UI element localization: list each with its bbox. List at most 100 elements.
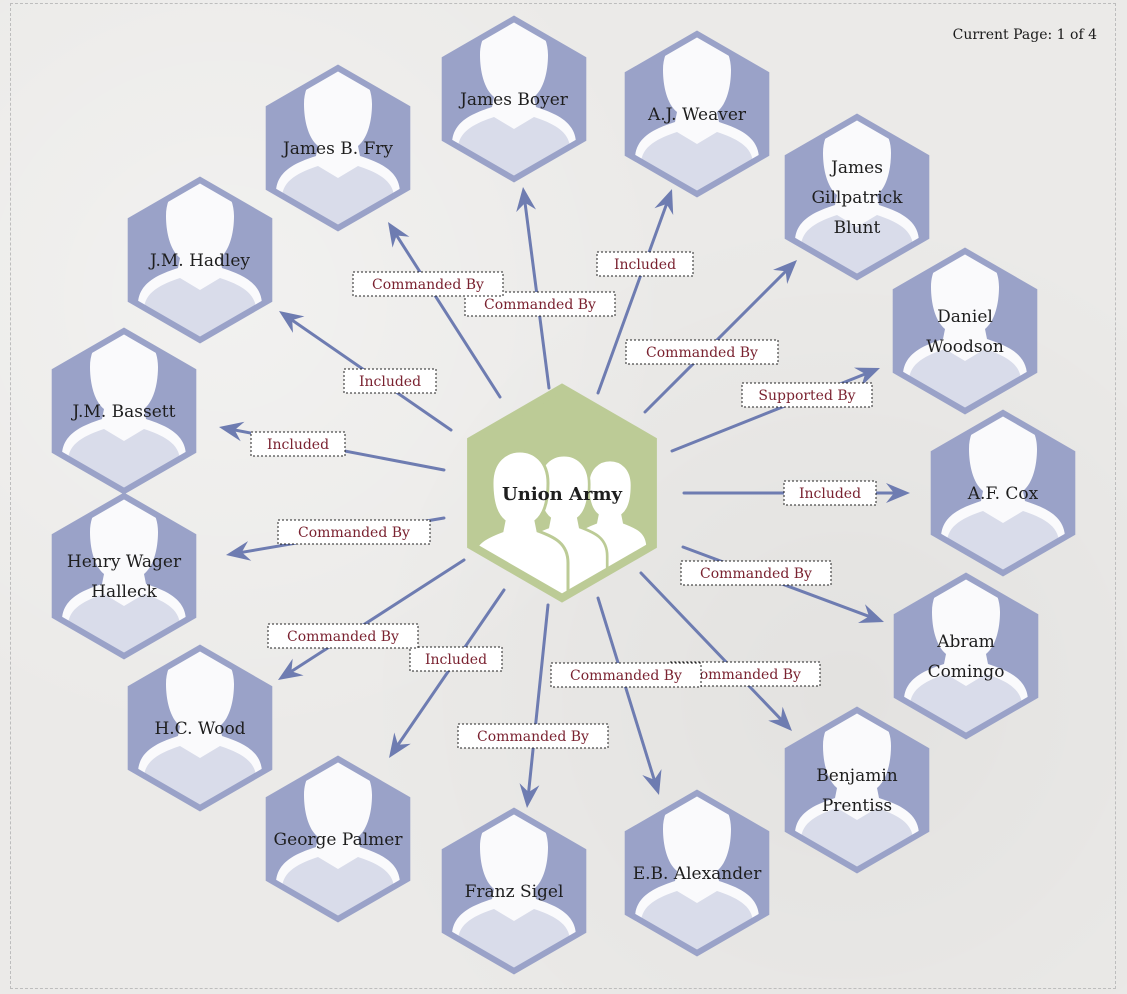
person-node-franz-sigel[interactable]: Franz Sigel	[441, 807, 587, 975]
edge-james-gillpatrick-blunt	[643, 260, 797, 414]
edge-label-box	[741, 382, 873, 408]
hexagon-border	[892, 247, 1038, 415]
arrowhead-icon	[226, 541, 252, 561]
node-label: Prentiss	[822, 796, 892, 816]
edge-label: Included	[250, 431, 346, 457]
hexagon-border	[784, 706, 930, 874]
edge-label-box	[352, 271, 504, 297]
person-node-af-cox[interactable]: A.F. Cox	[930, 409, 1076, 577]
edge-label: Included	[409, 646, 503, 672]
hexagon-border	[127, 176, 273, 344]
hexagon-border	[51, 492, 197, 660]
hexagon-border	[624, 789, 770, 957]
edge-label-box	[267, 623, 419, 649]
edge-label: Commanded By	[464, 291, 616, 317]
node-label: James Boyer	[458, 90, 569, 110]
edge-label-text: Commanded By	[700, 566, 812, 582]
arrowhead-icon	[279, 311, 305, 333]
hexagon-border	[930, 409, 1076, 577]
arrowhead-icon	[278, 658, 304, 680]
arrowhead-icon	[388, 222, 410, 248]
edge-james-boyer	[516, 187, 551, 390]
node-label: Daniel	[937, 307, 993, 327]
edge-label: Included	[783, 480, 877, 506]
edge-hc-wood	[278, 558, 466, 680]
edge-james-b-fry	[388, 222, 502, 399]
edge-label-text: Included	[425, 652, 487, 668]
center-node-union-army[interactable]: Union Army	[467, 383, 657, 603]
arrowhead-icon	[516, 187, 536, 213]
edge-label-box	[625, 339, 779, 365]
edge-label: Commanded By	[625, 339, 779, 365]
hexagon-border	[441, 807, 587, 975]
edge-aj-weaver	[596, 189, 674, 395]
hexagon-border	[893, 572, 1039, 740]
edge-line	[643, 264, 793, 414]
edge-label-text: Commanded By	[484, 297, 596, 313]
edge-label-text: Supported By	[758, 388, 855, 404]
edge-label-box	[250, 431, 346, 457]
node-label: Gillpatrick	[811, 188, 903, 208]
center-hexagon-border	[467, 383, 657, 603]
node-label: Henry Wager	[67, 552, 182, 572]
person-node-eb-alexander[interactable]: E.B. Alexander	[624, 789, 770, 957]
node-label: Franz Sigel	[465, 882, 564, 902]
edge-label-text: Included	[614, 257, 676, 273]
node-label: Abram	[936, 632, 995, 652]
hexagon-border	[784, 113, 930, 281]
person-node-jm-hadley[interactable]: J.M. Hadley	[127, 176, 273, 344]
edge-label-text: Included	[359, 374, 421, 390]
arrowhead-icon	[642, 769, 662, 795]
person-node-george-palmer[interactable]: George Palmer	[265, 755, 411, 923]
node-label: James B. Fry	[281, 139, 393, 159]
edge-label-box	[457, 723, 609, 749]
edge-label-text: Commanded By	[298, 525, 410, 541]
edge-label-box	[680, 560, 832, 586]
node-label: A.J. Weaver	[647, 105, 747, 125]
page-indicator: Current Page: 1 of 4	[952, 27, 1097, 43]
node-label: E.B. Alexander	[633, 864, 763, 884]
edge-label-box	[343, 368, 437, 394]
edge-label: Supported By	[741, 382, 873, 408]
person-node-aj-weaver[interactable]: A.J. Weaver	[624, 30, 770, 198]
edge-line	[526, 603, 550, 802]
edge-label: Commanded By	[352, 271, 504, 297]
hexagon-border	[127, 644, 273, 812]
node-label: A.F. Cox	[967, 484, 1039, 504]
node-label: J.M. Bassett	[71, 402, 176, 422]
arrowhead-icon	[519, 783, 540, 808]
arrowhead-icon	[858, 604, 884, 623]
node-label: Halleck	[91, 582, 157, 602]
edge-line	[639, 571, 788, 727]
edge-label: Commanded By	[550, 662, 702, 688]
person-node-jm-bassett[interactable]: J.M. Bassett	[51, 327, 197, 495]
edge-label-text: Commanded By	[477, 729, 589, 745]
node-label: J.M. Hadley	[148, 251, 250, 271]
edge-label-text: Commanded By	[287, 629, 399, 645]
center-label: Union Army	[502, 484, 622, 505]
person-node-james-boyer[interactable]: James Boyer	[441, 15, 587, 183]
node-label: Comingo	[928, 662, 1005, 682]
edge-label: Included	[596, 251, 694, 277]
person-node-james-b-fry[interactable]: James B. Fry	[265, 64, 411, 232]
diagram-frame	[10, 3, 1116, 989]
person-node-hc-wood[interactable]: H.C. Wood	[127, 644, 273, 812]
edge-line	[522, 193, 551, 390]
arrowhead-icon	[886, 483, 910, 503]
edge-label-box	[550, 662, 702, 688]
edge-line	[596, 596, 659, 789]
node-label: James	[829, 158, 883, 178]
edge-label-box	[277, 519, 431, 545]
edge-label-text: Commanded By	[372, 277, 484, 293]
hexagon-border	[441, 15, 587, 183]
arrowhead-icon	[389, 732, 411, 758]
hexagon-border	[51, 327, 197, 495]
hexagon-border	[624, 30, 770, 198]
arrowhead-icon	[219, 421, 245, 442]
